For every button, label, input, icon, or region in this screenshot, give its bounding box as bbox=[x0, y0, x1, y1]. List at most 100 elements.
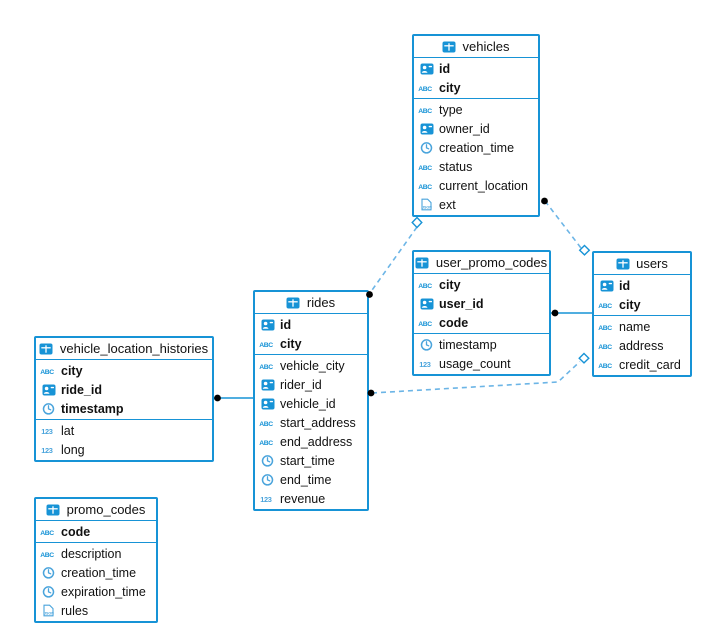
table-title: vehicle_location_histories bbox=[59, 341, 209, 356]
id-badge-icon bbox=[40, 384, 57, 396]
clock-icon bbox=[40, 402, 57, 415]
column-timestamp[interactable]: timestamp bbox=[36, 399, 212, 418]
json-icon: JSON bbox=[418, 198, 435, 211]
column-id[interactable]: id bbox=[594, 276, 690, 295]
abc-icon: ABC bbox=[418, 181, 435, 191]
column-id[interactable]: id bbox=[414, 59, 538, 78]
id-badge-icon bbox=[418, 63, 435, 75]
column-ride_id[interactable]: ride_id bbox=[36, 380, 212, 399]
svg-text:JSON: JSON bbox=[422, 206, 432, 210]
column-user_id[interactable]: user_id bbox=[414, 294, 549, 313]
column-name: user_id bbox=[439, 296, 484, 311]
connection-user_promo_codes-users[interactable] bbox=[551, 309, 592, 317]
abc-icon: ABC bbox=[259, 437, 276, 447]
table-title: users bbox=[636, 256, 668, 271]
svg-text:JSON: JSON bbox=[44, 612, 54, 616]
column-expiration_time[interactable]: expiration_time bbox=[36, 582, 156, 601]
column-name: vehicle_id bbox=[280, 396, 336, 411]
column-name: city bbox=[619, 297, 641, 312]
abc-icon: ABC bbox=[598, 360, 615, 370]
column-name: creation_time bbox=[61, 565, 137, 580]
table-header[interactable]: vehicles bbox=[414, 36, 538, 58]
abc-icon: ABC bbox=[40, 527, 57, 537]
column-name: type bbox=[439, 102, 463, 117]
column-creation_time[interactable]: creation_time bbox=[414, 138, 538, 157]
column-name: rider_id bbox=[280, 377, 322, 392]
column-owner_id[interactable]: owner_id bbox=[414, 119, 538, 138]
abc-icon: ABC bbox=[418, 280, 435, 290]
column-start_time[interactable]: start_time bbox=[255, 451, 367, 470]
table-header[interactable]: user_promo_codes bbox=[414, 252, 549, 274]
connection-vehicles-users[interactable] bbox=[541, 197, 591, 256]
table-header[interactable]: vehicle_location_histories bbox=[36, 338, 212, 360]
column-name: creation_time bbox=[439, 140, 515, 155]
column-end_time[interactable]: end_time bbox=[255, 470, 367, 489]
table-header[interactable]: promo_codes bbox=[36, 499, 156, 521]
abc-icon: ABC bbox=[418, 318, 435, 328]
table-header[interactable]: users bbox=[594, 253, 690, 275]
svg-text:123: 123 bbox=[419, 360, 431, 369]
table-icon bbox=[414, 257, 431, 269]
column-type[interactable]: ABC type bbox=[414, 100, 538, 119]
svg-text:ABC: ABC bbox=[598, 325, 612, 332]
abc-icon: ABC bbox=[598, 322, 615, 332]
abc-icon: ABC bbox=[40, 549, 57, 559]
column-name: start_time bbox=[280, 453, 335, 468]
column-name: revenue bbox=[280, 491, 326, 506]
column-long[interactable]: 123 long bbox=[36, 440, 212, 459]
abc-icon: ABC bbox=[418, 105, 435, 115]
column-rider_id[interactable]: rider_id bbox=[255, 375, 367, 394]
column-name: city bbox=[439, 277, 461, 292]
column-timestamp[interactable]: timestamp bbox=[414, 335, 549, 354]
column-name: id bbox=[439, 61, 451, 76]
column-city[interactable]: ABC city bbox=[414, 275, 549, 294]
column-city[interactable]: ABC city bbox=[594, 295, 690, 314]
svg-text:ABC: ABC bbox=[40, 530, 54, 537]
abc-icon: ABC bbox=[598, 341, 615, 351]
abc-icon: ABC bbox=[418, 162, 435, 172]
column-creation_time[interactable]: creation_time bbox=[36, 563, 156, 582]
clock-icon bbox=[259, 454, 276, 467]
column-name: start_address bbox=[280, 415, 356, 430]
table-title: rides bbox=[306, 295, 336, 310]
connection-vehicle_location_histories-rides[interactable] bbox=[214, 394, 253, 402]
column-description[interactable]: ABC description bbox=[36, 544, 156, 563]
id-badge-icon bbox=[259, 319, 276, 331]
column-name: long bbox=[61, 442, 85, 457]
table-icon bbox=[614, 258, 631, 270]
column-name: code bbox=[61, 524, 91, 539]
column-code[interactable]: ABC code bbox=[36, 522, 156, 541]
svg-text:123: 123 bbox=[41, 446, 53, 455]
table-header[interactable]: rides bbox=[255, 292, 367, 314]
column-id[interactable]: id bbox=[255, 315, 367, 334]
abc-icon: ABC bbox=[598, 300, 615, 310]
clock-icon bbox=[40, 585, 57, 598]
column-vehicle_id[interactable]: vehicle_id bbox=[255, 394, 367, 413]
svg-text:ABC: ABC bbox=[418, 283, 432, 290]
column-name: description bbox=[61, 546, 122, 561]
